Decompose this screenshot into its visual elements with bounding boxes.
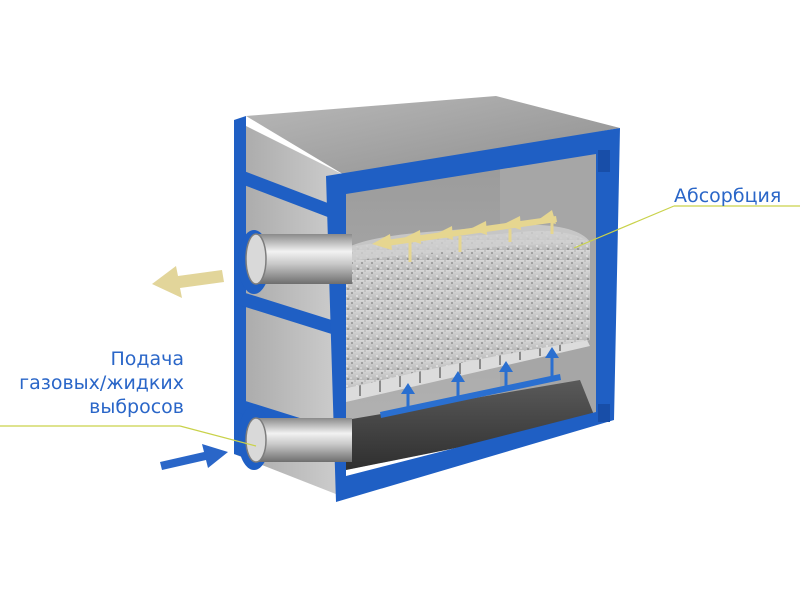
feed-label: Подача газовых/жидких выбросов [19, 347, 184, 419]
left-side-top-frame [236, 168, 346, 224]
feed-label-line-2: газовых/жидких [19, 372, 184, 394]
inlet-pipe [256, 418, 352, 462]
inlet-arrow [160, 444, 228, 470]
media-top-surface [346, 224, 590, 262]
absorption-label: Абсорбция [674, 185, 782, 207]
feed-label-line-3: выбросов [89, 396, 184, 418]
frame-corner-bracket-2 [598, 404, 610, 422]
frame-corner-bracket [598, 150, 610, 172]
outlet-pipe [256, 234, 352, 284]
absorbent-media [346, 230, 590, 388]
absorption-leader-line [573, 205, 675, 249]
inlet-pipe-end [245, 417, 267, 463]
feed-label-line-1: Подача [110, 348, 184, 370]
left-side-frame [234, 116, 246, 458]
left-side-mid-frame [236, 290, 338, 336]
outlet-pipe-end [245, 233, 267, 285]
interior-floor [346, 380, 596, 470]
inlet-flow-arrows [380, 347, 561, 418]
absorption-flow-arrows [372, 210, 557, 262]
feed-leader-diagonal [179, 425, 257, 447]
housing-top [246, 96, 620, 176]
exhaust-arrow [152, 266, 224, 298]
